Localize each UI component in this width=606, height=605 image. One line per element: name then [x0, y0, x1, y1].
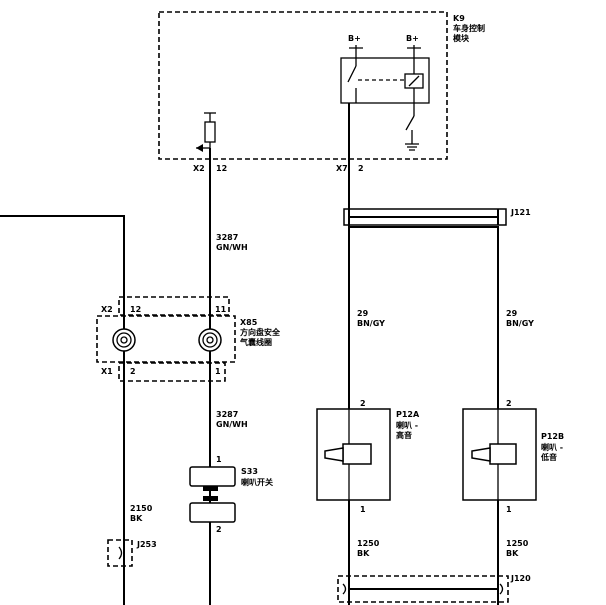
p12b-pin-2: 2 [506, 399, 512, 408]
x85-name-line2: 气囊线圈 [239, 337, 272, 347]
w7-circuit: 1250 [506, 539, 529, 548]
x85-coil: X2 12 11 X1 2 1 X85 方向盘安全 气囊线圈 [96, 296, 281, 382]
j120-right-pin-icon [499, 583, 504, 595]
input-arrow-icon [196, 144, 203, 152]
w5-circuit: 2150 [130, 504, 153, 513]
j121-id: J121 [510, 208, 531, 217]
w6-circuit: 1250 [357, 539, 380, 548]
j253-id: J253 [136, 540, 157, 549]
j253-pin-icon [118, 546, 123, 560]
j120-left-pin-icon [342, 583, 347, 595]
k9-name-line2: 模块 [453, 33, 470, 43]
ground-icon [405, 143, 419, 151]
w4-circuit: 29 [506, 309, 518, 318]
p12a-name-line2: 高音 [396, 430, 412, 440]
s33-pin-1: 1 [216, 455, 222, 464]
w6-color: BK [357, 549, 370, 558]
x85-id: X85 [240, 318, 258, 327]
bplus-terminal-2 [407, 45, 421, 49]
k9-conn-x7: X7 [336, 164, 348, 173]
w1-circuit: 3287 [216, 233, 238, 242]
k9-outline [158, 11, 448, 160]
relay-contact [347, 65, 357, 83]
p12a-id: P12A [396, 410, 420, 419]
j120-outline [337, 575, 509, 603]
k9-id: K9 [453, 14, 465, 23]
p12b-name-line2: 低音 [540, 452, 557, 462]
x85-pin-12: 12 [130, 305, 141, 314]
x85-body [96, 315, 236, 363]
s33-contact-top [189, 466, 236, 487]
input-resistor-icon [204, 121, 216, 143]
p12b-pin-1: 1 [506, 505, 512, 514]
p12a-pin-2: 2 [360, 399, 366, 408]
j121-splice: J121 [343, 208, 531, 226]
j120-id: J120 [510, 574, 531, 583]
w7-color: BK [506, 549, 519, 558]
s33-id: S33 [241, 467, 258, 476]
x85-conn-x1: X1 [101, 367, 113, 376]
s33-contact-bottom [189, 502, 236, 523]
x85-name-line1: 方向盘安全 [240, 327, 281, 337]
relay-coil-diagonal [408, 75, 420, 87]
s33-plunger-bottom [203, 496, 218, 501]
w1-color: GN/WH [216, 243, 248, 252]
w4-color: BN/GY [506, 319, 534, 328]
w2-circuit: 3287 [216, 410, 238, 419]
s33-pin-2: 2 [216, 525, 222, 534]
p12b-horn-low: 2 1 P12B 喇叭 - 低音 [462, 399, 564, 514]
bplus-label-1: B+ [348, 34, 361, 43]
p12b-name-line1: 喇叭 - [541, 442, 563, 452]
p12a-horn-bell-icon [324, 447, 344, 462]
x85-conn-x2: X2 [101, 305, 113, 314]
s33-horn-switch: 1 2 S33 喇叭开关 [189, 455, 273, 534]
k9-pin-2: 2 [358, 164, 364, 173]
x85-pin-2: 2 [130, 367, 136, 376]
p12b-horn-body-icon [489, 443, 517, 465]
coil-icon-left [112, 328, 136, 352]
x85-pin-1: 1 [215, 367, 221, 376]
p12b-id: P12B [541, 432, 564, 441]
p12a-pin-1: 1 [360, 505, 366, 514]
ground-switch [405, 115, 415, 131]
p12a-horn-high: 2 1 P12A 喇叭 - 高音 [316, 399, 420, 514]
p12a-name-line1: 喇叭 - [396, 420, 418, 430]
p12b-horn-bell-icon [471, 447, 491, 462]
k9-name-line1: 车身控制 [453, 23, 485, 33]
x85-pin-11: 11 [215, 305, 227, 314]
w2-color: GN/WH [216, 420, 248, 429]
w3-circuit: 29 [357, 309, 369, 318]
s33-name: 喇叭开关 [241, 477, 273, 487]
p12a-horn-body-icon [342, 443, 372, 465]
k9-module: K9 车身控制 模块 B+ B+ X2 12 X7 2 [158, 11, 485, 173]
w3-color: BN/GY [357, 319, 385, 328]
relay-box [340, 57, 430, 104]
j253-outline [107, 539, 133, 567]
s33-plunger-top [203, 486, 218, 491]
bplus-terminal-1 [349, 45, 363, 49]
wire-2150-bk [0, 215, 125, 605]
j120-splice: J120 [337, 574, 531, 603]
bplus-label-2: B+ [406, 34, 419, 43]
x85-conn-bottom [118, 362, 226, 382]
k9-pin-12: 12 [216, 164, 227, 173]
w5-color: BK [130, 514, 143, 523]
k9-conn-x2: X2 [193, 164, 205, 173]
coil-icon-right [198, 328, 222, 352]
j253-connector: J253 [107, 539, 157, 567]
